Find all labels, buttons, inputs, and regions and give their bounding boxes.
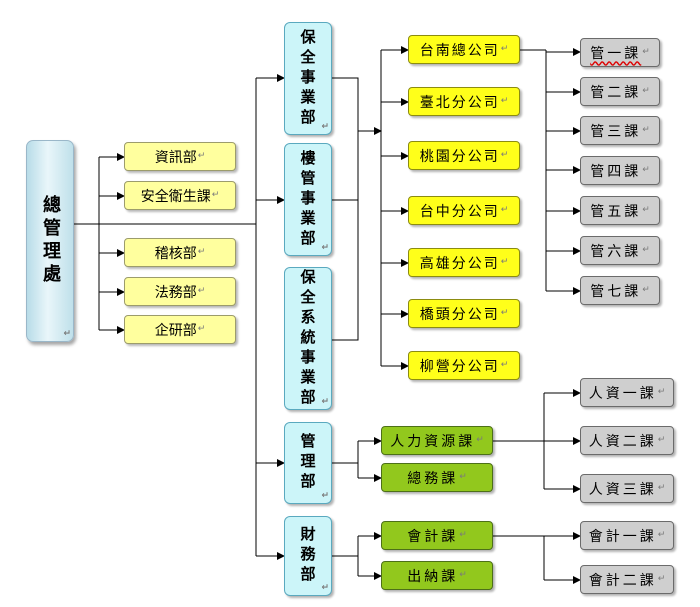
staff-unit-research: 企研部↵ [124,315,236,344]
staff-unit-safety: 安全衛生課↵ [124,181,236,210]
branch-liuying: 柳營分公司↵ [408,351,520,380]
management-section-6: 管六課↵ [580,236,660,265]
section-general-affairs: 總務課↵ [381,463,493,492]
branch-taipei: 臺北分公司↵ [408,87,520,116]
section-accounting: 會計課↵ [381,521,493,550]
branch-taichung: 台中分公司↵ [408,196,520,225]
management-section-4: 管四課↵ [580,156,660,185]
division-security-systems: 保全系統事業部↵ [284,267,332,410]
branch-taoyuan: 桃園分公司↵ [408,141,520,170]
staff-unit-legal: 法務部↵ [124,277,236,306]
branch-qiaotou: 橋頭分公司↵ [408,299,520,328]
staff-unit-audit: 稽核部↵ [124,238,236,267]
root-label: 總管理處 [40,195,61,287]
management-section-1: 管一課↵ [580,38,660,67]
section-cashier: 出納課↵ [381,561,493,590]
division-finance: 財務部↵ [284,516,332,596]
division-building-management: 樓管事業部↵ [284,143,332,256]
management-section-3: 管三課↵ [580,116,660,145]
staff-unit-it: 資訊部↵ [124,142,236,171]
accounting-section-1: 會計一課↵ [580,521,674,550]
hr-section-2: 人資二課↵ [580,426,674,455]
section-human-resources: 人力資源課↵ [381,426,493,455]
management-section-5: 管五課↵ [580,196,660,225]
management-section-2: 管二課↵ [580,77,660,106]
accounting-section-2: 會計二課↵ [580,565,674,594]
hr-section-3: 人資三課↵ [580,474,674,503]
branch-kaohsiung: 高雄分公司↵ [408,248,520,277]
management-section-7: 管七課↵ [580,276,660,305]
division-administration: 管理部↵ [284,422,332,504]
hr-section-1: 人資一課↵ [580,378,674,407]
division-security: 保全事業部↵ [284,22,332,135]
root-node: 總管理處 ↵ [26,140,74,342]
branch-tainan-head-office: 台南總公司↵ [408,35,520,64]
